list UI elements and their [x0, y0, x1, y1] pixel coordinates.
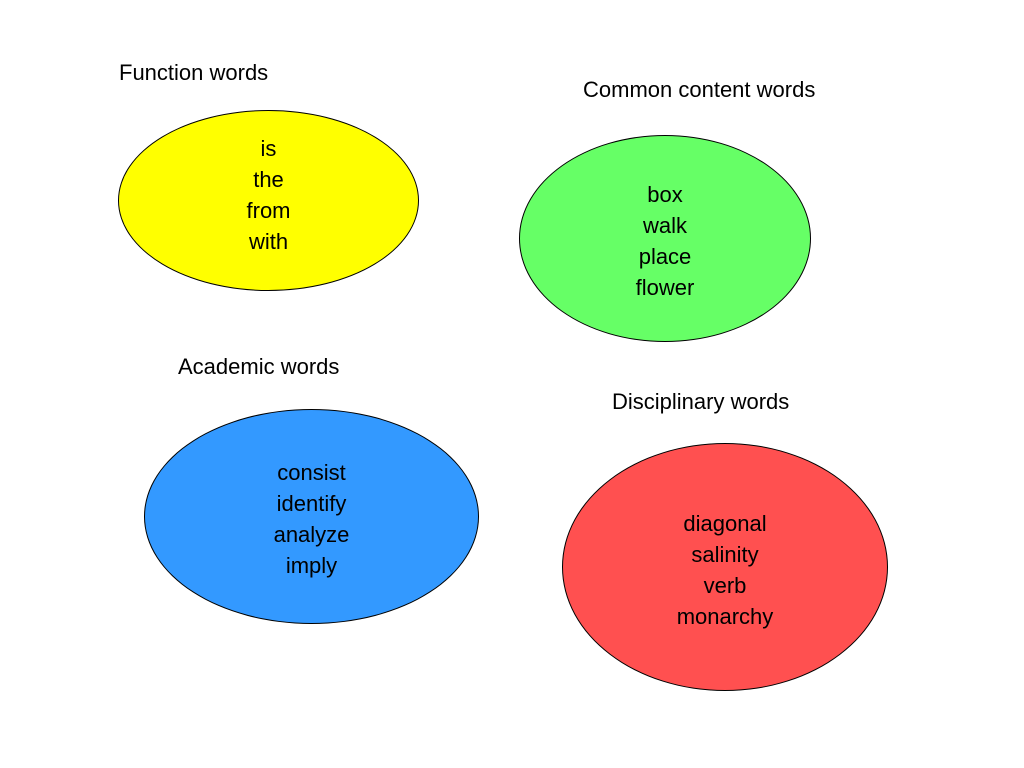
common-content-words-ellipse: box walk place flower: [519, 135, 811, 342]
disciplinary-words-ellipse: diagonal salinity verb monarchy: [562, 443, 888, 691]
academic-words-ellipse: consist identify analyze imply: [144, 409, 479, 624]
word-item: salinity: [691, 542, 759, 567]
function-words-title: Function words: [119, 60, 269, 85]
word-item: box: [647, 181, 683, 207]
disciplinary-words-title: Disciplinary words: [612, 389, 790, 414]
academic-words-title: Academic words: [178, 354, 340, 379]
word-item: from: [246, 197, 291, 223]
word-item: consist: [277, 459, 346, 485]
word-item: place: [638, 243, 692, 269]
word-item: identify: [276, 490, 347, 516]
word-item: the: [253, 166, 284, 192]
word-item: flower: [635, 274, 695, 300]
academic-words-list: consist identify analyze imply: [274, 457, 350, 581]
word-item: walk: [642, 212, 687, 238]
function-words-list: is the from with: [247, 133, 291, 257]
word-item: verb: [703, 573, 747, 598]
common-content-words-title: Common content words: [583, 77, 816, 102]
word-item: imply: [285, 552, 338, 578]
word-item: monarchy: [676, 604, 774, 629]
common-content-words-list: box walk place flower: [636, 179, 695, 303]
disciplinary-words-list: diagonal salinity verb monarchy: [677, 508, 774, 632]
word-item: is: [260, 135, 277, 161]
word-item: analyze: [273, 521, 350, 547]
word-item: diagonal: [683, 511, 767, 536]
function-words-ellipse: is the from with: [118, 110, 419, 291]
word-item: with: [248, 228, 289, 254]
